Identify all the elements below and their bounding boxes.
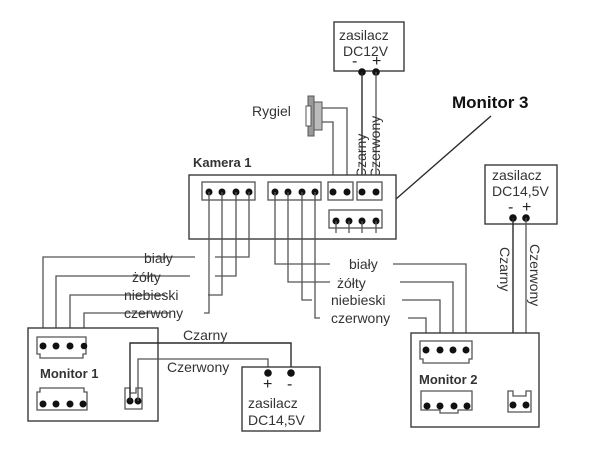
wire-right-bialy	[274, 192, 467, 340]
wire-bottom-black	[129, 342, 292, 401]
camera-label: Kamera 1	[193, 155, 252, 170]
camera-connector-monitor3	[328, 209, 383, 233]
monitor3-label: Monitor 3	[452, 93, 529, 112]
rygiel-body	[313, 101, 323, 131]
power-supply-dc145v-bottom: + - zasilacz DC14,5V	[241, 366, 321, 432]
psu-right-plus: +	[522, 199, 531, 216]
left-bus-label-bialy: biały	[144, 250, 173, 266]
psu-bottom-voltage: DC14,5V	[248, 412, 305, 428]
psu-top-box	[333, 21, 405, 72]
psu-right-minus: -	[508, 199, 513, 216]
camera-connector-2	[267, 181, 322, 201]
psu-right-voltage: DC14,5V	[492, 183, 549, 199]
wire-right-red-label: Czerwony	[527, 244, 543, 306]
wire-rygiel-2	[322, 121, 334, 184]
psu-right-title: zasilacz	[492, 167, 542, 183]
monitor1-connector-bottom	[36, 387, 88, 411]
wire-bottom-red	[137, 358, 269, 401]
wire-top-red-label: Czerwony	[367, 116, 383, 178]
monitor2-connector-top	[419, 340, 473, 364]
psu-bottom-box	[241, 366, 321, 432]
psu-bottom-title: zasilacz	[248, 395, 298, 411]
monitor2-power-connector	[507, 390, 532, 413]
wire-bottom-black-label: Czarny	[183, 327, 227, 343]
left-bus-label-czerwony: czerwony	[124, 305, 183, 321]
left-bus-label-zolty: żółty	[132, 269, 161, 285]
monitor3-arrow-line	[379, 115, 492, 214]
camera-connector-lock	[327, 181, 354, 201]
monitor2-connector-bottom	[420, 390, 473, 414]
psu-bottom-minus-pin	[287, 369, 295, 377]
right-bus-label-bialy: biały	[349, 256, 378, 272]
psu-top-plus: +	[372, 53, 381, 70]
rygiel-bolt-icon	[305, 105, 312, 127]
left-bus-label-niebieski: niebieski	[124, 287, 178, 303]
wire-top-black-label: Czarny	[353, 134, 369, 178]
psu-top-minus: -	[352, 53, 357, 70]
monitor1-connector-top	[36, 336, 88, 359]
rygiel-lock: Rygiel	[252, 95, 323, 137]
psu-top-title: zasilacz	[339, 27, 389, 43]
right-bus-label-zolty: żółty	[337, 275, 366, 291]
psu-top-voltage: DC12V	[343, 43, 389, 59]
right-bus-label-czerwony: czerwony	[331, 310, 390, 326]
camera-connector-power	[356, 181, 383, 201]
power-supply-dc145v-right: zasilacz DC14,5V - +	[484, 164, 558, 225]
power-supply-dc12v: zasilacz DC12V - +	[333, 21, 405, 76]
wire-right-zolty	[287, 192, 454, 340]
monitor2-label: Monitor 2	[419, 372, 478, 387]
wire-rygiel-1	[322, 107, 348, 184]
psu-bottom-minus: -	[287, 376, 292, 393]
monitor1-label: Monitor 1	[40, 366, 99, 381]
wire-right-black-label: Czarny	[497, 247, 513, 291]
wire-left-niebieski	[69, 192, 223, 340]
right-bus-label-niebieski: niebieski	[331, 292, 385, 308]
camera-connector-1	[201, 181, 256, 201]
psu-bottom-plus: +	[263, 376, 272, 393]
psu-bottom-plus-pin	[264, 369, 272, 377]
wire-bottom-red-label: Czerwony	[167, 359, 229, 375]
wire-right-niebieski	[301, 192, 441, 340]
wire-left-bialy	[42, 192, 250, 340]
rygiel-label: Rygiel	[252, 103, 291, 119]
psu-right-box	[484, 164, 558, 225]
